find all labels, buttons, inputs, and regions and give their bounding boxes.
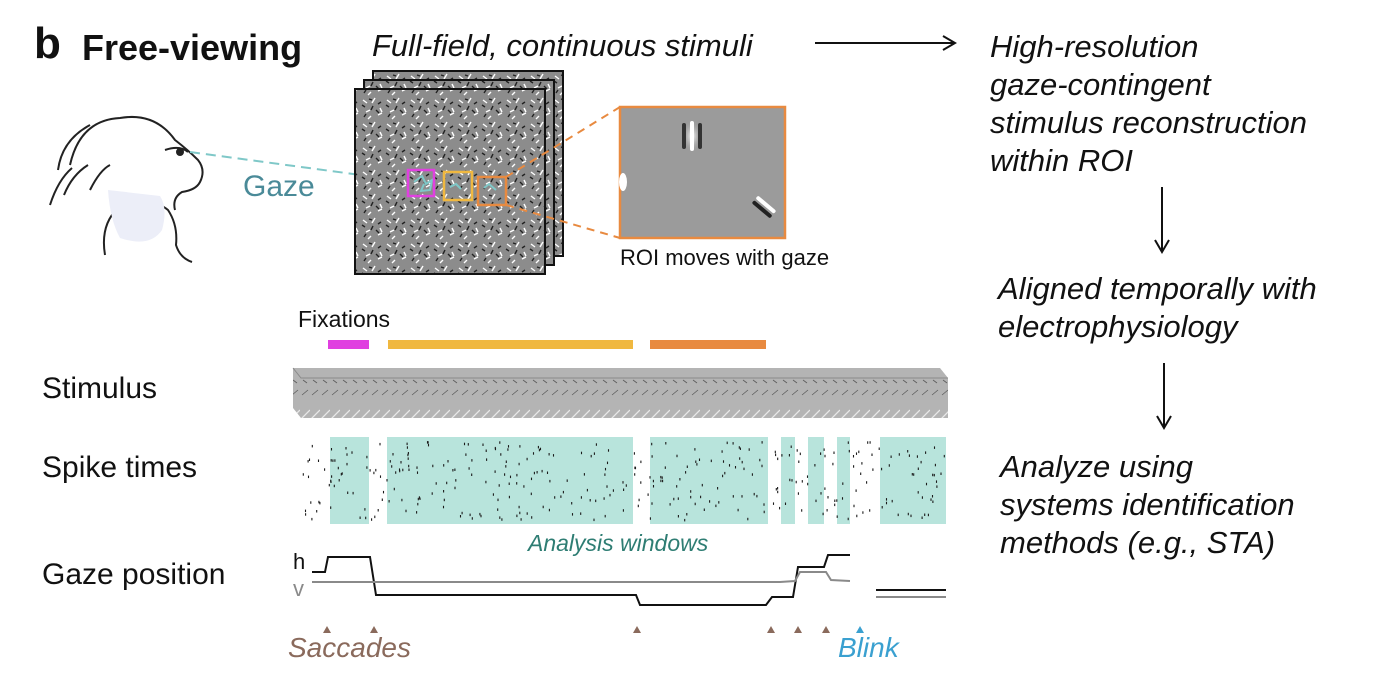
- saccade-markers: [323, 626, 830, 633]
- spike-raster: [302, 441, 945, 522]
- roi-box-1: [406, 168, 436, 198]
- gaze-row-label: Gaze position: [42, 558, 226, 591]
- gaze-trace: [413, 174, 497, 193]
- stimulus-row-label: Stimulus: [42, 372, 158, 405]
- panel-letter: b: [34, 19, 61, 68]
- gaze-traces: [312, 554, 946, 606]
- blink-label: Blink: [838, 632, 899, 663]
- fixation-bar-2: [388, 340, 633, 349]
- roi-box-2: [442, 170, 474, 202]
- flow-step-1: High-resolution gaze-contingent stimulus…: [990, 29, 1308, 178]
- zoom-line-bottom: [505, 204, 621, 239]
- roi-box-3: [476, 175, 508, 207]
- monkey-head-icon: [49, 116, 204, 263]
- roi-zoom-panel: [618, 105, 787, 240]
- stimulus-strip: [292, 367, 948, 418]
- saccades-label: Saccades: [288, 632, 411, 663]
- blink-marker: [856, 626, 864, 633]
- fixation-bar-3: [650, 340, 766, 349]
- flow-step-3: Analyze using systems identification met…: [1000, 449, 1295, 560]
- gaze-label: Gaze: [243, 170, 315, 203]
- fixation-bar-1: [328, 340, 369, 349]
- roi-caption: ROI moves with gaze: [620, 245, 830, 270]
- stimulus-description: Full-field, continuous stimuli: [372, 28, 753, 63]
- fixations-label: Fixations: [298, 306, 391, 332]
- panel-title: Free-viewing: [82, 27, 303, 68]
- analysis-windows: [330, 437, 946, 524]
- stimulus-stack: [354, 70, 564, 275]
- flow-step-2: Aligned temporally with electrophysiolog…: [998, 271, 1317, 344]
- h-trace-label: h: [293, 549, 306, 574]
- spike-row-label: Spike times: [42, 451, 198, 484]
- analysis-windows-label: Analysis windows: [528, 530, 709, 556]
- v-trace-label: v: [293, 576, 304, 601]
- monkey-face-shading: [108, 190, 165, 242]
- flow-arrows: [815, 35, 1172, 430]
